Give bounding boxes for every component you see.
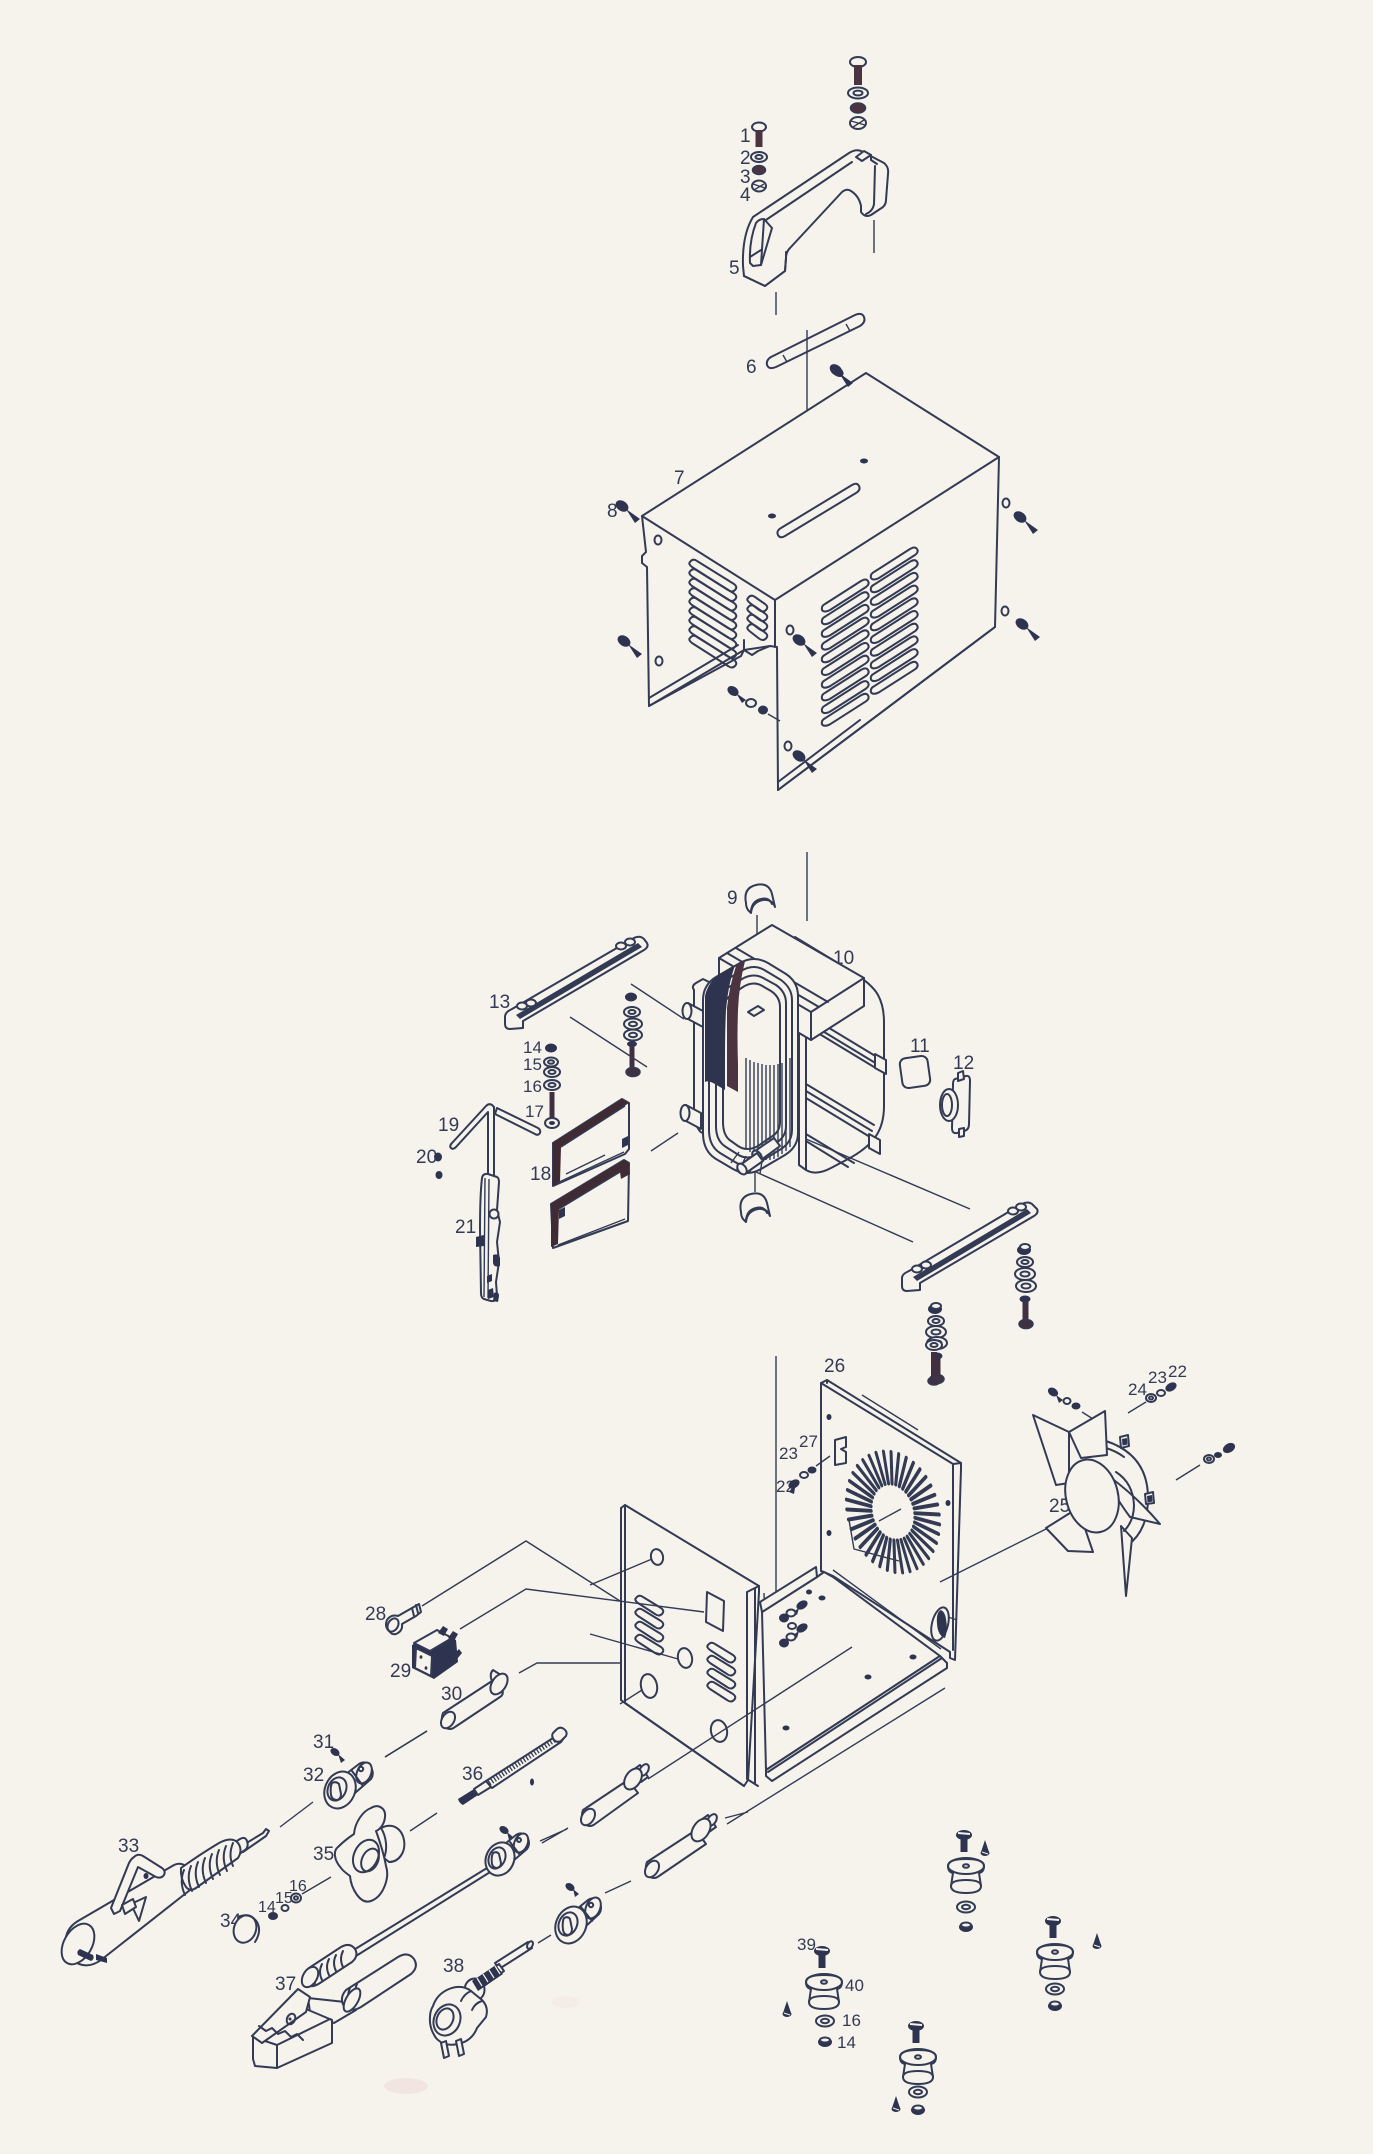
svg-text:9: 9 — [727, 888, 738, 909]
svg-text:35: 35 — [313, 1844, 334, 1865]
svg-text:16: 16 — [842, 2011, 861, 2030]
svg-text:2: 2 — [740, 148, 751, 169]
svg-text:7: 7 — [674, 468, 685, 489]
svg-text:1: 1 — [740, 126, 751, 147]
svg-text:24: 24 — [1128, 1380, 1147, 1399]
svg-text:23: 23 — [779, 1444, 798, 1463]
svg-text:13: 13 — [489, 992, 510, 1013]
svg-text:20: 20 — [416, 1147, 437, 1168]
svg-text:38: 38 — [443, 1956, 464, 1977]
svg-text:29: 29 — [390, 1661, 411, 1682]
svg-text:36: 36 — [462, 1764, 483, 1785]
svg-text:16: 16 — [523, 1077, 542, 1096]
svg-text:23: 23 — [1148, 1368, 1167, 1387]
svg-text:12: 12 — [953, 1053, 974, 1074]
svg-text:18: 18 — [530, 1164, 551, 1185]
svg-text:19: 19 — [438, 1115, 459, 1136]
svg-text:28: 28 — [365, 1604, 386, 1625]
svg-text:22: 22 — [1168, 1362, 1187, 1381]
svg-text:14: 14 — [837, 2033, 856, 2052]
svg-text:26: 26 — [824, 1356, 845, 1377]
svg-text:33: 33 — [118, 1836, 139, 1857]
svg-text:14: 14 — [258, 1899, 276, 1916]
svg-text:40: 40 — [845, 1976, 864, 1995]
svg-text:3: 3 — [740, 167, 751, 188]
svg-text:5: 5 — [729, 258, 740, 279]
svg-text:4: 4 — [740, 185, 751, 206]
svg-text:15: 15 — [275, 1890, 293, 1907]
svg-text:31: 31 — [313, 1732, 334, 1753]
svg-text:16: 16 — [289, 1878, 307, 1895]
svg-text:6: 6 — [746, 357, 757, 378]
svg-text:27: 27 — [799, 1432, 818, 1451]
svg-text:11: 11 — [910, 1036, 930, 1057]
svg-text:8: 8 — [607, 501, 618, 522]
svg-text:37: 37 — [275, 1974, 296, 1995]
svg-text:15: 15 — [523, 1055, 542, 1074]
svg-text:39: 39 — [797, 1935, 816, 1954]
svg-text:32: 32 — [303, 1765, 324, 1786]
svg-text:17: 17 — [525, 1102, 544, 1121]
svg-text:30: 30 — [441, 1684, 462, 1705]
svg-text:14: 14 — [523, 1038, 542, 1057]
svg-text:25: 25 — [1049, 1496, 1070, 1517]
svg-text:21: 21 — [455, 1217, 476, 1238]
